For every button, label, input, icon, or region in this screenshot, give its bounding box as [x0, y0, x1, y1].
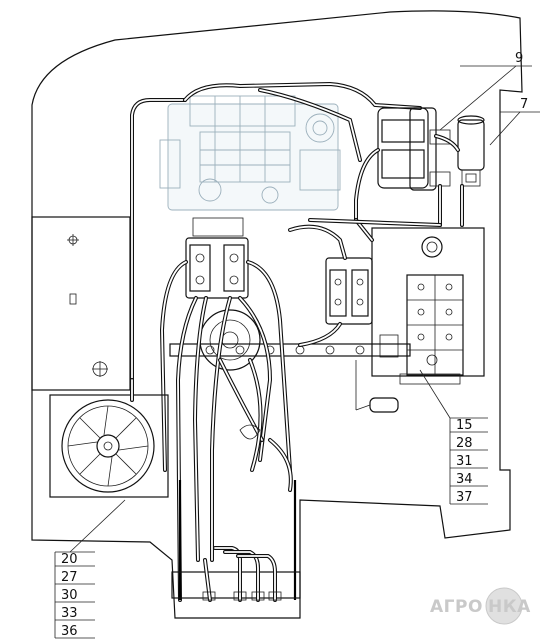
callout-33: 33 — [61, 606, 78, 621]
callout-stack-left: 20 27 30 33 36 — [54, 552, 95, 639]
valve-block-right — [325, 257, 373, 325]
svg-text:НКА: НКА — [488, 597, 531, 617]
callout-37: 37 — [456, 490, 473, 505]
bottom-hose-ends — [202, 546, 282, 602]
svg-text:АГРО: АГРО — [430, 597, 483, 617]
left-plate-slot — [69, 293, 77, 305]
watermark: АГРО НКА — [430, 587, 531, 625]
hydraulic-tank — [371, 227, 485, 385]
frame-outline — [31, 10, 523, 619]
left-plate — [31, 216, 131, 391]
callout-20: 20 — [61, 552, 78, 567]
callout-31: 31 — [456, 454, 473, 469]
sensor-right — [369, 397, 399, 413]
callout-27: 27 — [61, 570, 78, 585]
hose-bundle — [159, 218, 442, 602]
manifold-bar — [169, 343, 411, 357]
callout-stack-right: 15 28 31 34 37 — [449, 418, 488, 505]
valve-block-left — [185, 217, 249, 299]
callout-9: 9 — [515, 51, 523, 66]
engine-outline — [159, 95, 341, 211]
callout-leaders — [55, 65, 540, 553]
callout-28: 28 — [456, 436, 473, 451]
filter-assembly — [377, 107, 451, 191]
callout-7: 7 — [520, 97, 528, 112]
fuel-filter — [457, 115, 485, 187]
callout-36: 36 — [61, 624, 78, 639]
callout-34: 34 — [456, 472, 473, 487]
callout-30: 30 — [61, 588, 78, 603]
callout-15: 15 — [456, 418, 473, 433]
cooling-fan-unit — [49, 378, 169, 498]
